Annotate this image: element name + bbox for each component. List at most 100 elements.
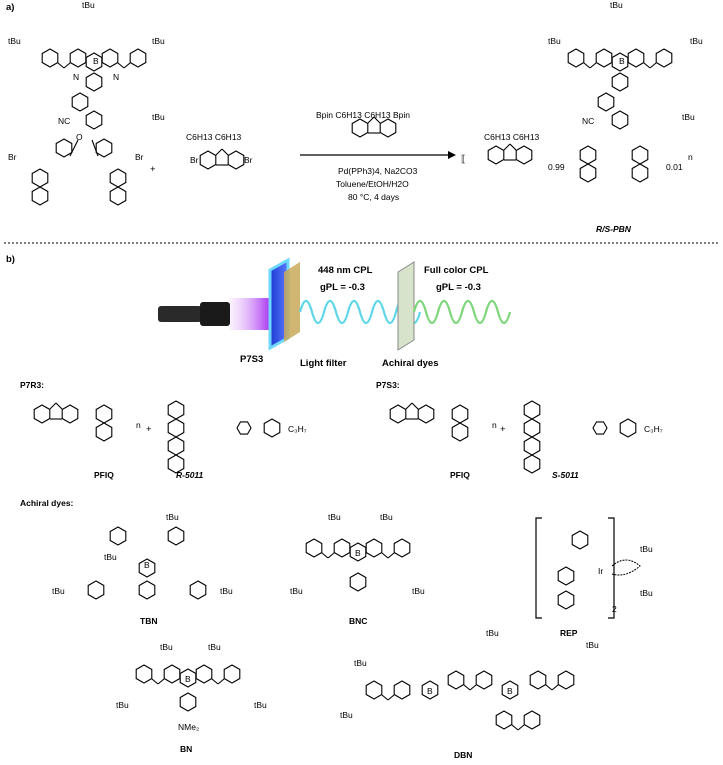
flashlight — [158, 298, 270, 330]
achiral-header: Achiral dyes: — [20, 498, 74, 508]
reagent-bis-bpin-fluorene: Bpin C6H13 C6H13 Bpin — [316, 110, 410, 137]
product-name: R/S-PBN — [596, 224, 632, 234]
svg-text:NC: NC — [582, 116, 594, 126]
dye-tbn: B tBu tBu tBu tBu TBN — [52, 512, 233, 626]
dye-rep: Ir tBu tBu 2 REP — [535, 517, 653, 638]
r-5011: C₃H₇ R-5011 — [168, 401, 307, 480]
p7s3-pfiq: PFIQ n — [390, 403, 497, 480]
svg-text:NMe₂: NMe₂ — [178, 722, 199, 732]
svg-text:n: n — [688, 152, 693, 162]
svg-text:+: + — [500, 424, 506, 435]
svg-text:B: B — [355, 548, 361, 558]
svg-text:tBu: tBu — [340, 710, 353, 720]
reactant-bn-binaphthyl: B N N O NC tBu tBu tBu tBu Br Br — [8, 0, 165, 205]
s-5011: C₃H₇ S-5011 — [524, 401, 663, 480]
svg-text:tBu: tBu — [52, 586, 65, 596]
svg-text:tBu: tBu — [610, 0, 623, 10]
svg-text:+: + — [146, 424, 152, 435]
achiral-dye-slab — [397, 261, 415, 351]
svg-text:tBu: tBu — [208, 642, 221, 652]
svg-text:REP: REP — [560, 628, 578, 638]
svg-text:tBu: tBu — [82, 0, 95, 10]
svg-text:Ir: Ir — [598, 566, 603, 576]
svg-text:Bpin C6H13 C6H13 Bpin: Bpin C6H13 C6H13 Bpin — [316, 110, 410, 120]
svg-text:tBu: tBu — [486, 628, 499, 638]
svg-text:PFIQ: PFIQ — [450, 470, 470, 480]
svg-text:TBN: TBN — [140, 616, 157, 626]
svg-text:B: B — [93, 56, 99, 66]
product-pbn: B NC tBu tBu tBu tBu C6H13 C6H13 ⟦ 0.99 … — [461, 0, 703, 234]
cpl-right-title: Full color CPL — [424, 265, 489, 276]
svg-text:Br: Br — [135, 152, 144, 162]
svg-text:tBu: tBu — [160, 642, 173, 652]
svg-text:tBu: tBu — [354, 658, 367, 668]
dye-dbn: B B tBu tBu tBu tBu DBN — [340, 628, 599, 760]
svg-text:C₃H₇: C₃H₇ — [644, 424, 663, 434]
cpl-right-g: gPL = -0.3 — [436, 282, 481, 293]
svg-text:B: B — [185, 674, 191, 684]
plus-a: + — [150, 164, 156, 175]
svg-text:tBu: tBu — [116, 700, 129, 710]
dye-bnc: B tBu tBu tBu tBu BNC — [290, 512, 425, 626]
svg-text:Br: Br — [244, 155, 253, 165]
condition-3: 80 °C, 4 days — [348, 192, 399, 202]
svg-text:0.01: 0.01 — [666, 162, 683, 172]
svg-text:PFIQ: PFIQ — [94, 470, 114, 480]
svg-text:S-5011: S-5011 — [552, 470, 579, 480]
svg-text:tBu: tBu — [412, 586, 425, 596]
svg-text:2: 2 — [612, 604, 617, 614]
svg-text:R-5011: R-5011 — [176, 470, 204, 480]
svg-text:tBu: tBu — [380, 512, 393, 522]
svg-text:N: N — [113, 72, 119, 82]
svg-text:tBu: tBu — [290, 586, 303, 596]
svg-text:B: B — [144, 560, 150, 570]
svg-text:n: n — [492, 420, 497, 430]
p7r3-pfiq: PFIQ n — [34, 403, 141, 480]
cpl-left-g: gPL = -0.3 — [320, 282, 365, 293]
svg-text:B: B — [619, 56, 625, 66]
svg-text:⟦: ⟦ — [461, 154, 466, 165]
condition-1: Pd(PPh3)4, Na2CO3 — [338, 166, 418, 176]
svg-text:tBu: tBu — [690, 36, 703, 46]
condition-2: Toluene/EtOH/H2O — [336, 179, 409, 189]
svg-text:BN: BN — [180, 744, 192, 754]
svg-text:B: B — [427, 686, 433, 696]
svg-text:DBN: DBN — [454, 750, 472, 760]
svg-text:0.99: 0.99 — [548, 162, 565, 172]
label-p7s3: P7S3 — [240, 354, 263, 365]
svg-text:tBu: tBu — [166, 512, 179, 522]
svg-text:tBu: tBu — [640, 588, 653, 598]
reactant-dibromofluorene: Br Br C6H13 C6H13 — [186, 132, 253, 169]
label-dyes: Achiral dyes — [382, 358, 439, 369]
cpl-left-title: 448 nm CPL — [318, 265, 373, 276]
svg-text:tBu: tBu — [152, 112, 165, 122]
svg-text:NC: NC — [58, 116, 70, 126]
svg-text:tBu: tBu — [586, 640, 599, 650]
svg-text:Br: Br — [8, 152, 17, 162]
svg-text:tBu: tBu — [640, 544, 653, 554]
svg-text:tBu: tBu — [152, 36, 165, 46]
svg-text:N: N — [73, 72, 79, 82]
svg-text:tBu: tBu — [220, 586, 233, 596]
svg-text:BNC: BNC — [349, 616, 367, 626]
filter-stack — [268, 257, 300, 351]
cpl-green-helix — [412, 299, 512, 325]
svg-text:n: n — [136, 420, 141, 430]
svg-text:C6H13 C6H13: C6H13 C6H13 — [186, 132, 242, 142]
panel-a-label: a) — [6, 2, 14, 13]
svg-text:C6H13 C6H13: C6H13 C6H13 — [484, 132, 540, 142]
svg-text:B: B — [507, 686, 513, 696]
svg-text:tBu: tBu — [8, 36, 21, 46]
svg-text:O: O — [76, 132, 83, 142]
svg-text:Br: Br — [190, 155, 199, 165]
svg-text:C₃H₇: C₃H₇ — [288, 424, 307, 434]
svg-text:tBu: tBu — [254, 700, 267, 710]
svg-text:tBu: tBu — [548, 36, 561, 46]
panel-b-label: b) — [6, 254, 15, 265]
p7r3-header: P7R3: — [20, 380, 44, 390]
label-filter: Light filter — [300, 358, 347, 369]
p7s3-header: P7S3: — [376, 380, 400, 390]
svg-text:tBu: tBu — [682, 112, 695, 122]
svg-text:tBu: tBu — [104, 552, 117, 562]
